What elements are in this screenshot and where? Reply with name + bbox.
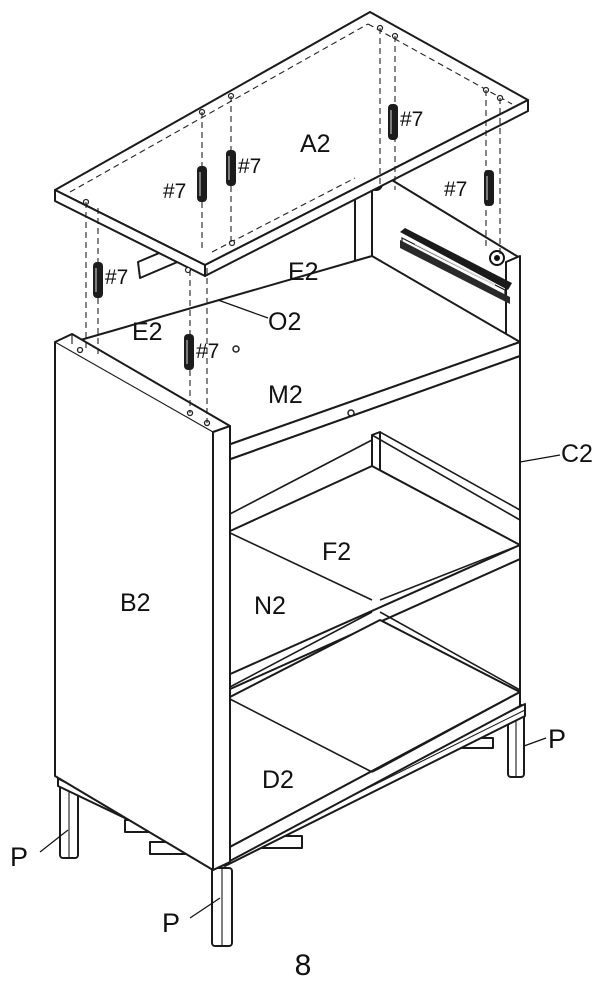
left-side-panel [54,333,231,871]
label-leg-front-left: P [10,842,28,872]
label-leg-back-right: P [548,724,566,754]
hardware-labels: #7 #7 #7 #7 #7 #7 [105,108,467,363]
label-dowel-5: #7 [400,108,423,131]
label-dowel-3: #7 [238,155,261,178]
leader-lines [39,299,561,919]
label-top-panel: A2 [300,130,331,158]
top-panel [54,11,529,277]
label-middle-shelf: M2 [268,381,303,409]
label-vertical-divider: F2 [322,538,351,566]
label-dowel-4: #7 [196,340,219,363]
dowel-icon [226,150,236,186]
label-dowel-6: #7 [444,178,467,201]
label-bottom-shelf: D2 [262,766,294,794]
label-dowel-2: #7 [163,180,186,203]
label-dowel-1: #7 [105,266,128,289]
label-right-side: C2 [561,440,593,468]
label-left-side: B2 [120,589,151,617]
label-back-rail-right: E2 [288,258,319,286]
dowel-icon [184,334,194,370]
cam-lock-hardware [369,177,512,304]
label-leg-front-center: P [162,908,180,938]
step-number: 8 [295,949,312,982]
dowels [93,104,494,370]
label-back-rail-left: E2 [132,318,163,346]
dowel-icon [93,262,103,298]
dowel-icon [388,104,398,140]
part-labels: A2 E2 O2 E2 M2 C2 F2 B2 N2 D2 P P P [10,130,593,938]
label-cam-lock: O2 [268,308,301,336]
dowel-icon [484,170,494,206]
label-horizontal-divider: N2 [254,592,286,620]
dowel-icon [197,166,207,202]
cubby-interior [227,355,521,863]
